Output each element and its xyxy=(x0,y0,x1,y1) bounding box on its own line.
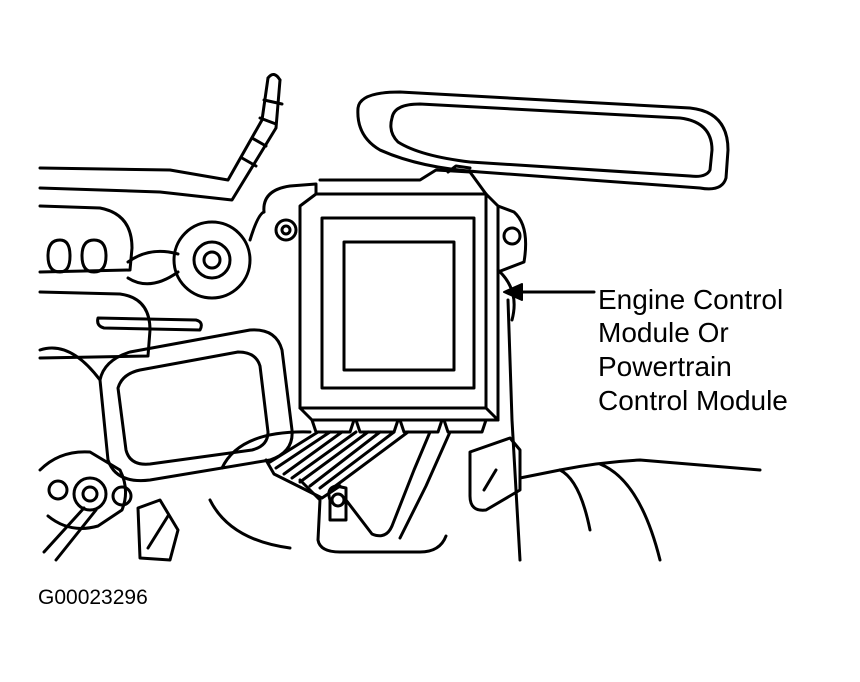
figure-id: G00023296 xyxy=(38,586,148,609)
upper-hose xyxy=(40,74,282,200)
round-mount xyxy=(128,222,250,298)
left-bracket xyxy=(40,206,201,358)
callout-label-line-1: Engine Control xyxy=(598,284,784,315)
upper-bracket xyxy=(358,92,728,189)
callout-label-line-3: Powertrain xyxy=(598,351,732,382)
callout-label-line-4: Control Module xyxy=(598,385,788,416)
harness-connectors xyxy=(266,420,486,538)
lower-left-housing xyxy=(40,330,292,481)
small-bracket xyxy=(138,500,178,560)
lower-bracket xyxy=(210,432,446,552)
sensor-connector xyxy=(40,452,131,560)
callout-label-line-2: Module Or xyxy=(598,317,729,348)
control-module xyxy=(250,166,526,420)
callout-arrow xyxy=(504,284,594,300)
